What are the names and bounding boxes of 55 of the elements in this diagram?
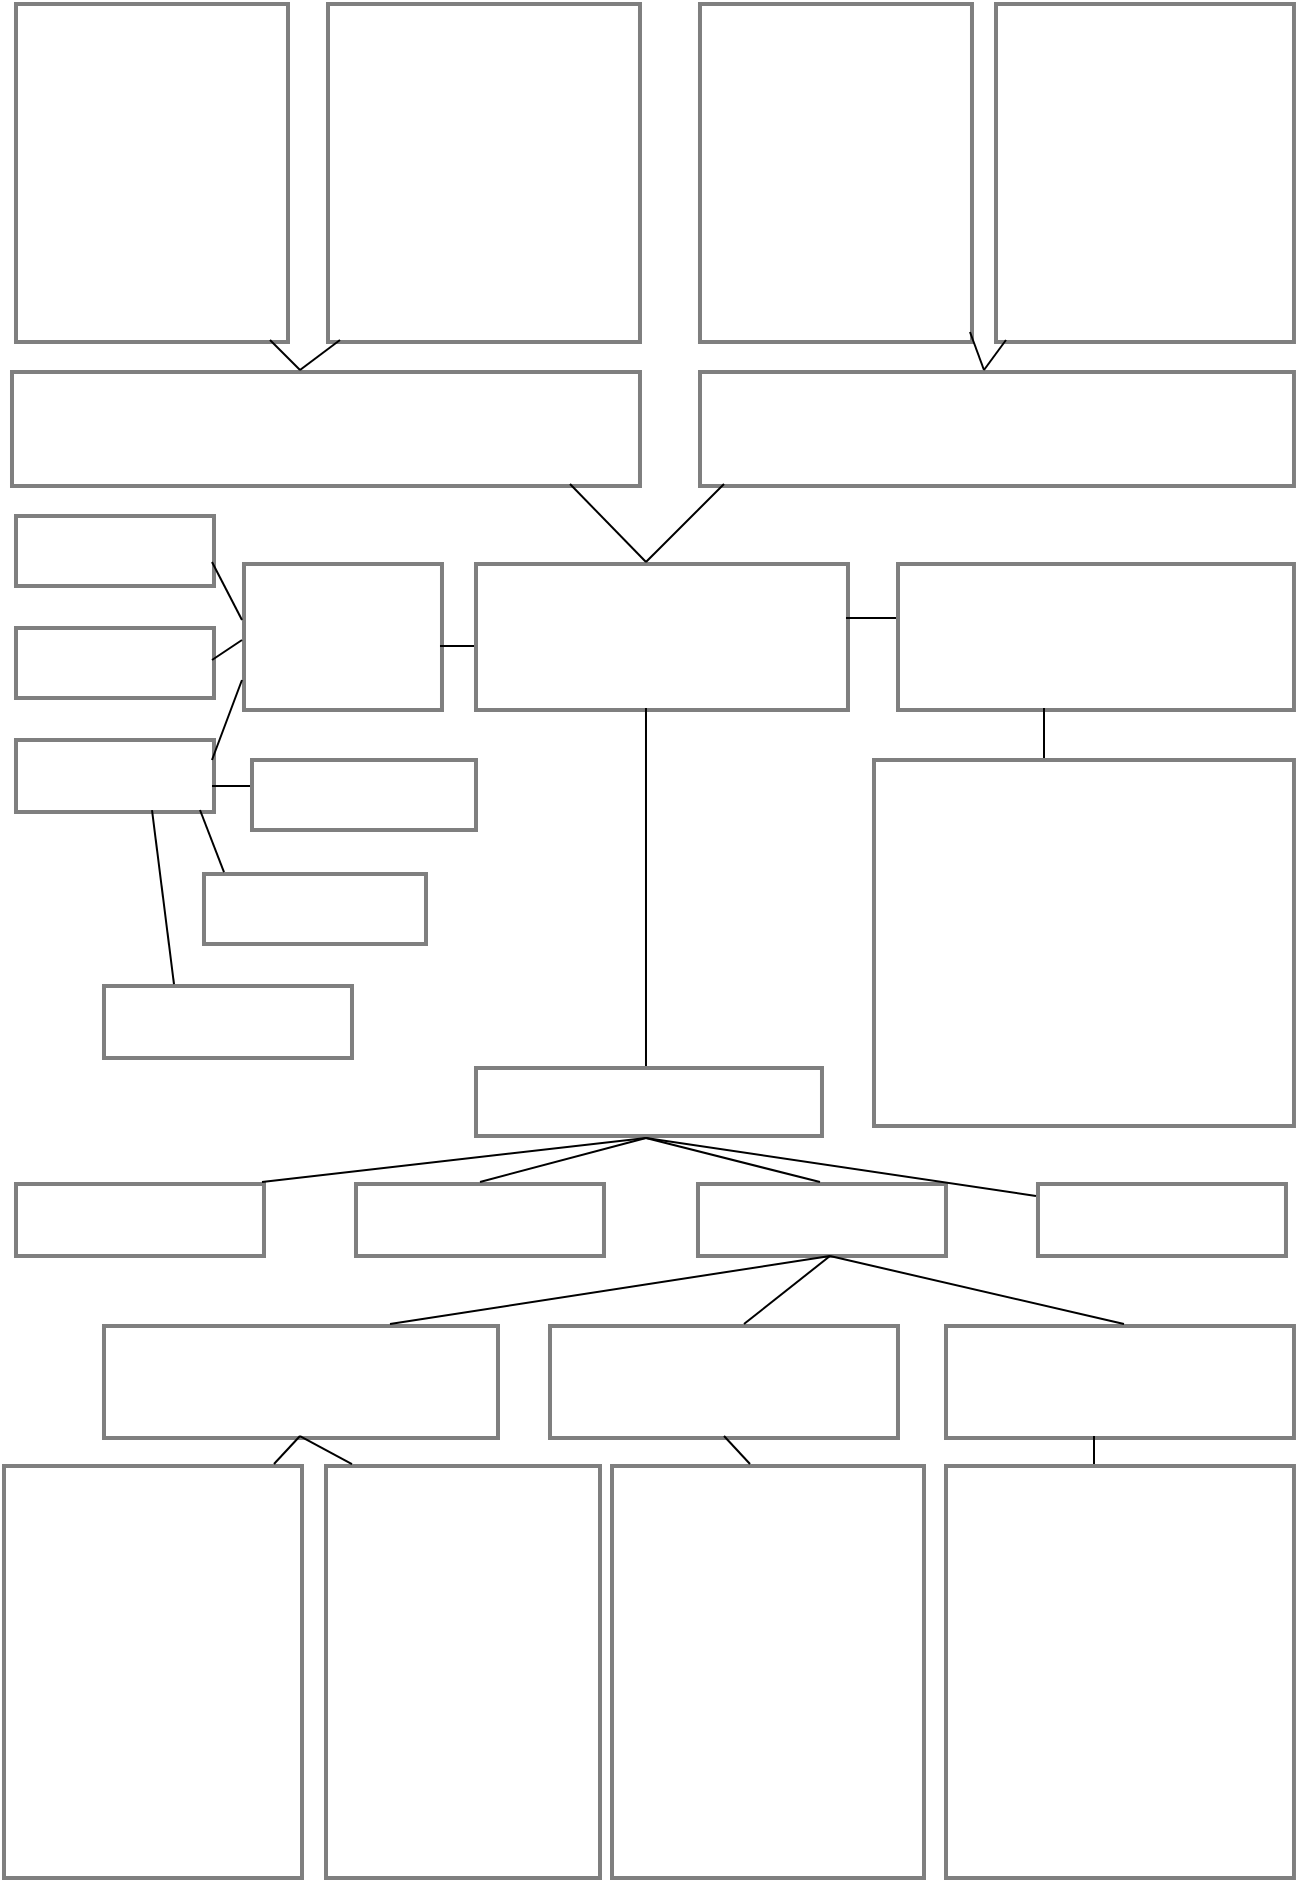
connector-line <box>211 639 243 661</box>
blank-box <box>14 514 216 588</box>
connector-line <box>645 1137 1037 1197</box>
blank-box <box>324 1464 602 1880</box>
connector-line <box>211 785 251 787</box>
connector-line <box>269 339 301 371</box>
blank-box <box>698 2 974 345</box>
blank-box <box>102 984 354 1060</box>
connector-line <box>299 339 341 371</box>
connector-line <box>845 617 897 619</box>
blank-box <box>14 1182 266 1258</box>
connector-line <box>389 1255 831 1325</box>
connector-line <box>261 1137 647 1183</box>
blank-box <box>2 1464 304 1880</box>
connector-line <box>645 483 725 563</box>
connector-line <box>299 1435 353 1465</box>
blank-box <box>474 562 850 712</box>
connector-line <box>211 679 243 761</box>
connector-line <box>723 1435 751 1465</box>
connector-line <box>1043 707 1045 759</box>
blank-box <box>250 758 478 832</box>
connector-line <box>199 809 225 873</box>
blank-box <box>994 2 1296 345</box>
blank-box <box>548 1324 900 1440</box>
blank-box <box>14 2 290 345</box>
blank-box <box>944 1464 1296 1880</box>
blank-box <box>326 2 642 345</box>
connector-line <box>829 1255 1125 1325</box>
blank-box <box>944 1324 1296 1440</box>
connector-line <box>645 707 647 1067</box>
blank-box <box>696 1182 948 1258</box>
blank-box <box>698 370 1296 488</box>
connector-line <box>439 645 475 647</box>
blank-box <box>242 562 444 712</box>
connector-line <box>743 1255 831 1325</box>
blank-box <box>14 626 216 700</box>
connector-line <box>569 483 647 563</box>
blank-box <box>10 370 642 488</box>
connector-line <box>479 1137 647 1183</box>
connector-line <box>211 561 243 621</box>
connector-line <box>273 1435 301 1465</box>
blank-box <box>102 1324 500 1440</box>
connector-line <box>1093 1435 1095 1465</box>
connector-line <box>969 331 985 371</box>
connector-line <box>151 809 175 985</box>
blank-box <box>14 738 216 814</box>
connector-line <box>983 339 1007 371</box>
connector-line <box>645 1137 821 1183</box>
blank-box <box>610 1464 926 1880</box>
blank-box <box>474 1066 824 1138</box>
blank-box <box>202 872 428 946</box>
blank-box <box>896 562 1296 712</box>
blank-box <box>1036 1182 1288 1258</box>
blank-box <box>872 758 1296 1128</box>
blank-box <box>354 1182 606 1258</box>
